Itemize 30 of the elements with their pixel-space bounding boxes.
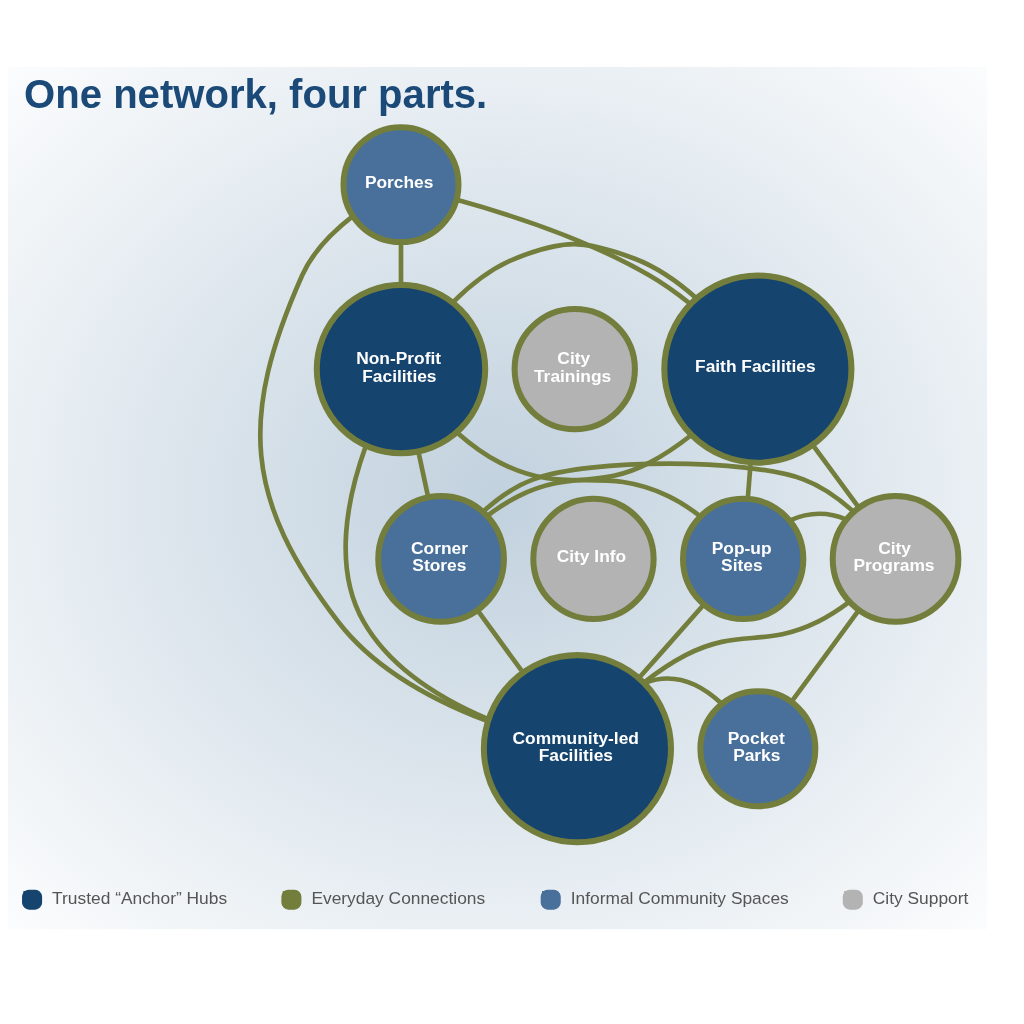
node-circle: Non-Profit Facilities <box>313 281 489 456</box>
node-circle: City Info <box>530 495 657 622</box>
connector <box>485 432 693 518</box>
connector <box>481 460 855 513</box>
node-circle: Community-led Facilities <box>480 651 674 845</box>
legend-label: Everyday Connections <box>311 887 486 908</box>
node-circle: City Trainings <box>511 305 638 432</box>
legend-label: City Support <box>872 887 969 908</box>
connector <box>455 430 702 518</box>
node-circle: Porches <box>340 123 462 245</box>
connector <box>398 242 404 285</box>
connector <box>475 608 525 674</box>
connector <box>789 510 848 523</box>
connector <box>789 608 861 703</box>
connector <box>456 197 692 306</box>
connector <box>258 213 489 723</box>
connector <box>745 462 753 499</box>
node-circle: Pocket Parks <box>697 687 819 809</box>
diagram-title: One network, four parts. <box>24 71 488 116</box>
connector <box>810 443 861 509</box>
connector <box>343 444 490 721</box>
legend-label: Informal Community Spaces <box>570 887 789 908</box>
connector <box>637 602 706 679</box>
node-circle: Faith Facilities <box>661 272 855 466</box>
connector <box>451 241 698 304</box>
legend-label: Trusted “Anchor” Hubs <box>52 887 228 908</box>
connector <box>416 450 431 498</box>
node-circle: City Programs <box>829 492 962 625</box>
node-circle: Corner Stores <box>375 492 507 625</box>
node-circle: Pop-up Sites <box>680 495 807 622</box>
